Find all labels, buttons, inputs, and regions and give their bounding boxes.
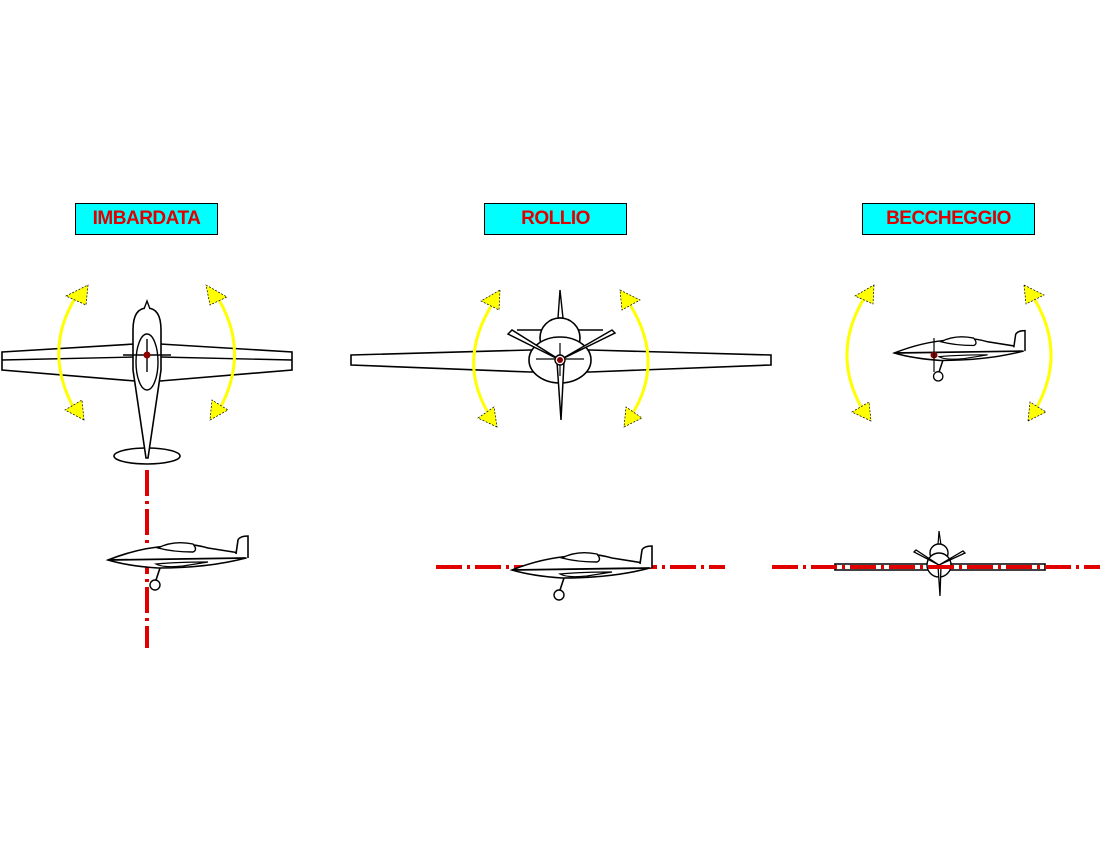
cg-marker-icon bbox=[143, 351, 151, 359]
roll-front-view-plane bbox=[350, 289, 772, 421]
roll-side-view-plane bbox=[511, 545, 653, 601]
yaw-side-view-plane bbox=[107, 535, 249, 591]
pitch-rotation-arrows-icon bbox=[845, 291, 1053, 413]
yaw-top-view-plane bbox=[1, 299, 293, 465]
pitch-front-view-plane bbox=[834, 530, 1046, 597]
yaw-rotation-arrows-icon bbox=[57, 291, 236, 413]
roll-rotation-arrows-icon bbox=[472, 299, 650, 417]
pitch-side-view-plane bbox=[893, 329, 1026, 382]
label-rollio: ROLLIO bbox=[484, 203, 627, 235]
label-beccheggio: BECCHEGGIO bbox=[862, 203, 1035, 235]
label-imbardata: IMBARDATA bbox=[75, 203, 218, 235]
